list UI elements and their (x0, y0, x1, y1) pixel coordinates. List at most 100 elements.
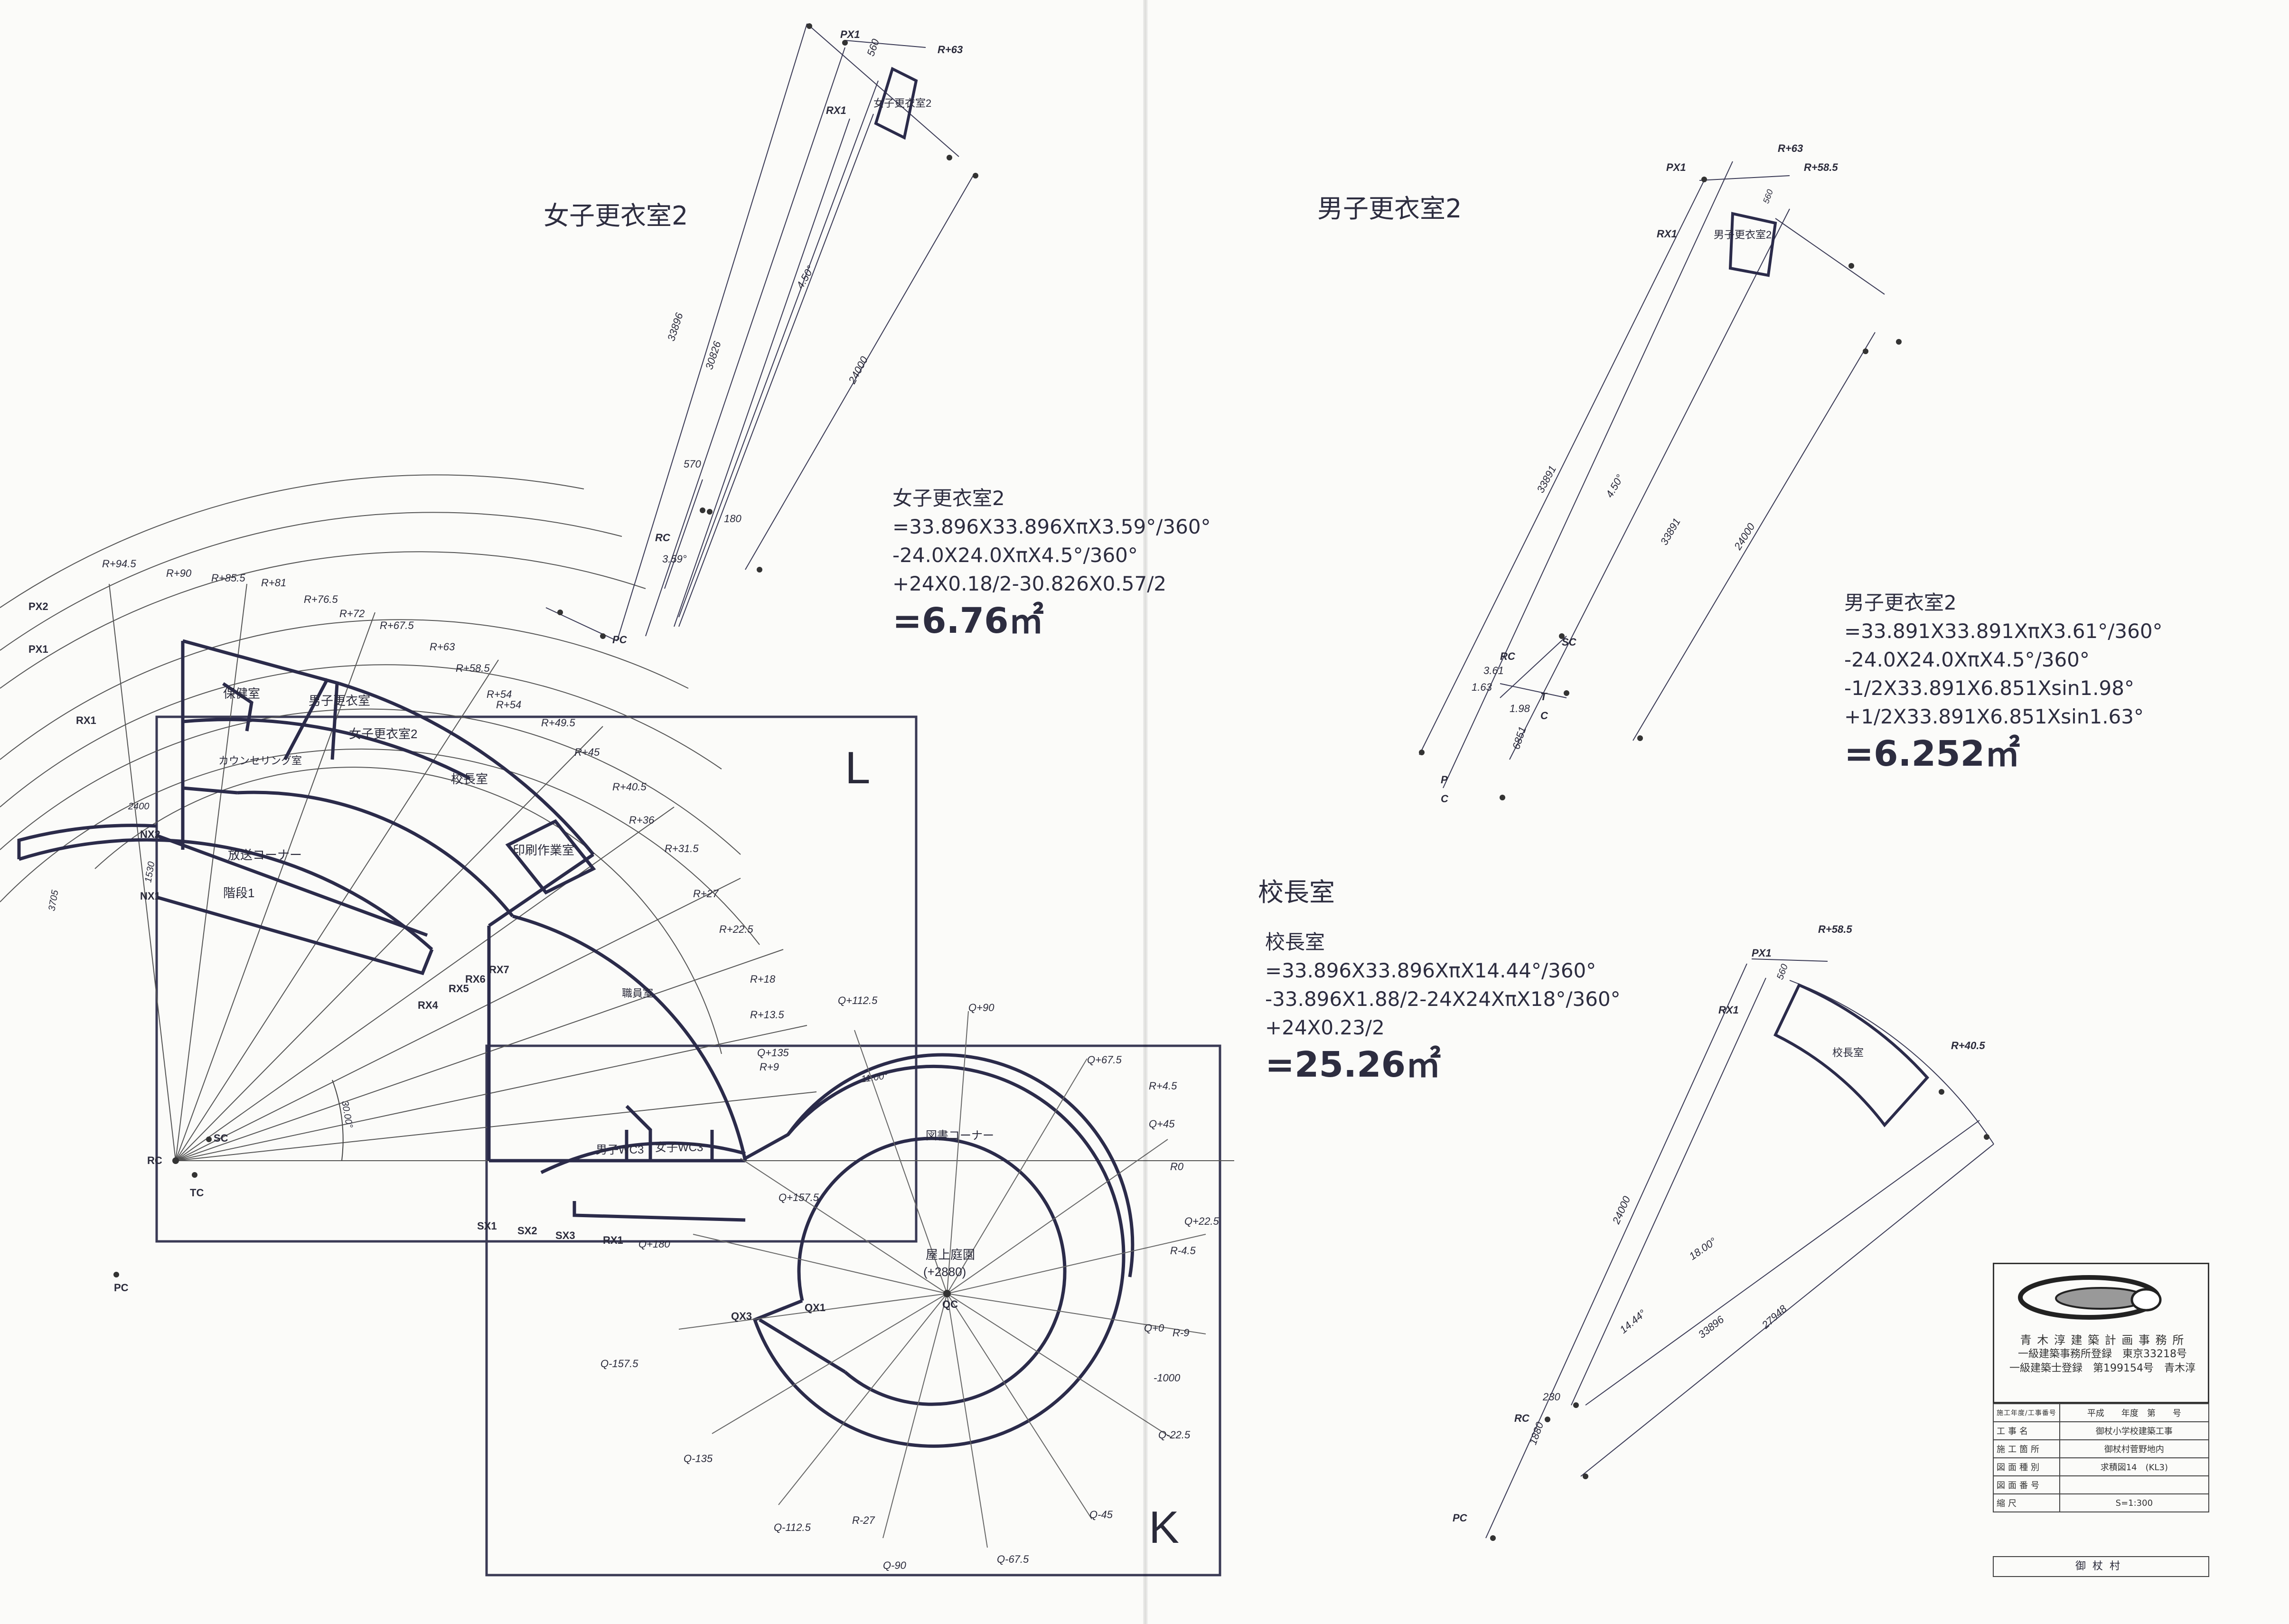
detail-men-labels: R+63 PX1 R+58.5 RX1 男子更衣室2 560 33891 4.5… (1441, 142, 1838, 805)
zone-k-frame (485, 1044, 1221, 1577)
axis-label: SX2 (517, 1225, 537, 1237)
row-value (2059, 1475, 2210, 1494)
office-logo-icon (2018, 1275, 2162, 1320)
women-room-2-shape (874, 66, 918, 140)
row-key: 施工年度/工事番号 (1993, 1403, 2060, 1422)
axis-label: RX7 (489, 964, 509, 976)
calc-line: =33.891X33.891XπX3.61°/360° (1844, 620, 2163, 643)
r-labels: R+94.5 R+90 R+85.5 R+81 R+76.5 R+72 R+67… (102, 558, 1196, 1526)
q-label: Q-67.5 (997, 1553, 1029, 1565)
row-value: 御杖小学校建築工事 (2059, 1421, 2210, 1440)
axis-label: RX5 (449, 983, 469, 995)
row-key: 縮尺 (1993, 1493, 2060, 1512)
room-label: 職員室 (622, 987, 653, 999)
axis-label: TC (190, 1187, 204, 1199)
axis-label: PX2 (28, 601, 48, 612)
q-label: Q-45 (1089, 1509, 1113, 1521)
title-block: 青 木 淳 建 築 計 画 事 務 所 一級建築事務所登録 東京33218号 一… (1993, 1263, 2210, 1605)
label-room: 男子更衣室2 (1714, 229, 1772, 241)
angle-arc-30 (332, 1080, 344, 1161)
q-label: Q+157.5 (779, 1192, 819, 1203)
room-label: 屋上庭園 (926, 1248, 975, 1262)
angle-450: 4.50° (794, 263, 817, 291)
room-label: 印刷作業室 (513, 843, 574, 857)
title-women-changing-room-2: 女子更衣室2 (544, 201, 688, 231)
label-c: C (1441, 793, 1449, 805)
r-label: R+90 (166, 567, 192, 579)
dim-570: 570 (684, 458, 701, 470)
dim-560: 560 (1775, 963, 1790, 981)
dim-560: 560 (1761, 188, 1775, 205)
table-row: 工事名御杖小学校建築工事 (1993, 1421, 2210, 1440)
r-label: R-9 (1173, 1327, 1189, 1339)
angle-1800: 18.00° (1687, 1235, 1719, 1262)
r-label: R-27 (852, 1514, 875, 1526)
angle-361: 3.61 (1483, 665, 1504, 676)
binding-fold (1143, 0, 1148, 1624)
r-label: R+54 (496, 699, 521, 711)
rooftop-garden (744, 1053, 1135, 1448)
dim-27948: 27948 (1759, 1303, 1790, 1332)
room-label: 放送コーナー (228, 848, 302, 862)
q-label: Q+135 (757, 1047, 789, 1059)
axis-label: NX1 (140, 890, 160, 902)
angle-450: 4.50° (1604, 472, 1626, 499)
r-label: R+4.5 (1149, 1080, 1177, 1092)
label-rc: RC (1500, 650, 1516, 662)
r-label: R+81 (261, 577, 286, 589)
r-label: R+31.5 (665, 843, 699, 854)
title-principal-office: 校長室 (1258, 877, 1335, 907)
room-label: 男子WC3 (596, 1144, 644, 1156)
room-label: 女子WC3 (655, 1141, 703, 1154)
calc-line: -24.0X24.0XπX4.5°/360° (1844, 648, 2090, 671)
detail-men (1419, 161, 1885, 789)
label-rx1: RX1 (1657, 228, 1677, 240)
q-label: Q+45 (1149, 1118, 1175, 1130)
axis-label: RC (147, 1155, 162, 1166)
calc-result: =25.26㎡ (1265, 1044, 1441, 1085)
garden-radial-lines (678, 1011, 1206, 1548)
dim-33896: 33896 (665, 311, 685, 343)
calc-line: =33.896X33.896XπX14.44°/360° (1265, 959, 1596, 982)
room-label: 校長室 (451, 772, 488, 786)
label-pc: PC (612, 634, 628, 646)
label-rx1: RX1 (826, 104, 846, 116)
r-label: R+36 (629, 814, 655, 826)
dim-30826: 30826 (703, 339, 723, 371)
row-value: 求積図14 (KL3) (2059, 1457, 2210, 1476)
r-label: R+54 (487, 688, 512, 700)
r-label: R+67.5 (380, 620, 414, 631)
owner: 御杖村 (1993, 1556, 2209, 1577)
q-label: Q+22.5 (1184, 1215, 1220, 1227)
dim-1880: 1880 (1527, 1420, 1546, 1446)
axis-label: PX1 (28, 643, 48, 655)
room-label: 保健室 (223, 686, 260, 701)
table-row: 施工年度/工事番号平成 年度 第 号 (1993, 1403, 2210, 1422)
r-label: -1000 (1154, 1372, 1181, 1384)
architect-registration: 一級建築士登録 第199154号 青木淳 (2009, 1362, 2195, 1374)
label-room: 校長室 (1832, 1047, 1864, 1059)
axis-label: RX1 (76, 714, 96, 726)
label-r63: R+63 (1778, 142, 1803, 154)
plan-labels: L K 保健室 男子更衣室 女子更衣室2 カウンセリング室 校長室 印刷作業室 … (28, 558, 1220, 1571)
row-value: 御杖村菅野地内 (2059, 1439, 2210, 1458)
table-row: 図面番号 (1993, 1475, 2210, 1494)
q-label: Q+90 (968, 1002, 994, 1014)
title-block-table: 施工年度/工事番号平成 年度 第 号 工事名御杖小学校建築工事 施工箇所御杖村菅… (1993, 1403, 2210, 1512)
label-rc: RC (655, 532, 671, 544)
dim-33891b: 33891 (1658, 516, 1683, 547)
r-label: R+72 (339, 608, 365, 620)
calc-line: +24X0.23/2 (1265, 1016, 1385, 1039)
label-t: T (1540, 691, 1548, 703)
label-sc: SC (1562, 636, 1577, 648)
axis-label: RX1 (603, 1234, 623, 1246)
calc-line: =33.896X33.896XπX3.59°/360° (892, 515, 1211, 538)
detail-principal (1485, 958, 1994, 1539)
r-label: R+58.5 (456, 662, 490, 674)
axis-label: RX6 (465, 973, 486, 985)
label-px1: PX1 (1752, 947, 1772, 959)
row-value: S=1:300 (2059, 1493, 2210, 1512)
plan-dimensions: 2400 3705 1530 11.00° 30.00° (47, 801, 888, 1129)
dimension: 3705 (47, 889, 61, 912)
